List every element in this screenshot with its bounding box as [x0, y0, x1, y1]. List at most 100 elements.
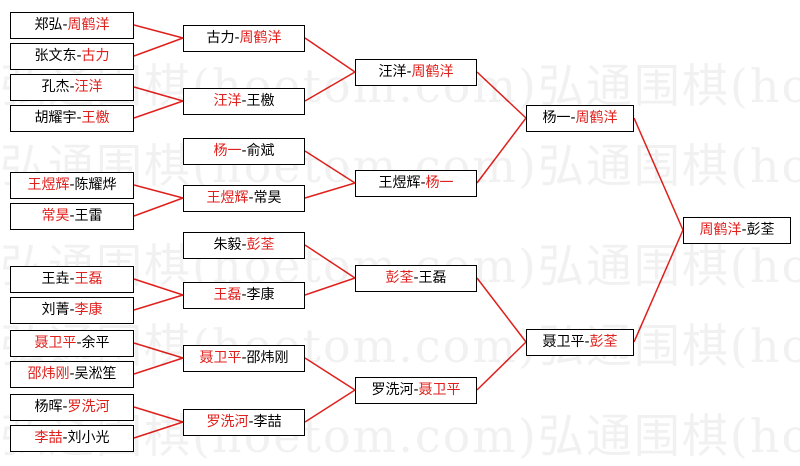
match-box-r1: 王煜辉-陈耀烨 — [10, 172, 134, 199]
player-b: 周鹤洋 — [575, 110, 618, 126]
bracket-connector — [133, 86, 184, 102]
player-b: 余平 — [81, 335, 110, 351]
match-box-r2: 朱毅-彭荃 — [183, 232, 305, 259]
player-a: 王磊 — [213, 287, 242, 303]
player-b: 罗洗河 — [67, 399, 110, 415]
bracket-connector — [133, 37, 184, 57]
match-box-r2: 罗洗河-李喆 — [183, 409, 305, 436]
player-b: 王檄 — [81, 110, 110, 126]
player-a: 杨晖 — [34, 399, 63, 415]
player-a: 常昊 — [41, 208, 70, 224]
match-box-r1: 刘菁-李康 — [10, 297, 134, 324]
bracket-connector — [133, 184, 184, 199]
bracket-connector — [133, 278, 184, 296]
player-b: 周鹤洋 — [411, 64, 454, 80]
match-box-r1: 王垚-王磊 — [10, 266, 134, 293]
player-a: 罗洗河 — [206, 414, 249, 430]
bracket-connector — [133, 197, 184, 217]
match-box-r1: 孔杰-汪洋 — [10, 74, 134, 101]
player-b: 彭荃 — [746, 222, 775, 238]
match-box-r1: 聂卫平-余平 — [10, 330, 134, 357]
bracket-connector — [133, 24, 184, 39]
player-a: 邵炜刚 — [27, 366, 70, 382]
player-a: 汪洋 — [213, 93, 242, 109]
match-box-r2: 古力-周鹤洋 — [183, 25, 305, 52]
bracket-connector — [304, 244, 356, 279]
bracket-connector — [304, 389, 356, 423]
player-b: 周鹤洋 — [67, 17, 110, 33]
player-b: 李康 — [246, 287, 275, 303]
player-a: 杨一 — [542, 110, 571, 126]
match-box-r4: 杨一-周鹤洋 — [526, 105, 634, 132]
bracket-connector — [133, 357, 184, 375]
player-b: 吴淞笙 — [74, 366, 117, 382]
match-box-r1: 郑弘-周鹤洋 — [10, 12, 134, 39]
player-a: 王煜辉 — [378, 175, 421, 191]
player-b: 常昊 — [253, 190, 282, 206]
bracket-connector — [304, 37, 356, 73]
player-b: 彭荃 — [246, 237, 275, 253]
player-b: 王雷 — [74, 208, 103, 224]
bracket-connector — [304, 357, 356, 391]
player-a: 周鹤洋 — [699, 222, 742, 238]
player-a: 胡耀宇 — [34, 110, 77, 126]
player-b: 杨一 — [425, 175, 454, 191]
match-box-r1: 张文东-古力 — [10, 43, 134, 70]
player-b: 周鹤洋 — [239, 30, 282, 46]
player-a: 聂卫平 — [542, 334, 585, 350]
match-box-r3: 汪洋-周鹤洋 — [355, 59, 477, 86]
bracket-connector — [133, 342, 184, 359]
player-b: 王磊 — [418, 270, 447, 286]
player-b: 俞斌 — [246, 143, 275, 159]
match-box-r2: 王磊-李康 — [183, 282, 305, 309]
bracket-connector — [304, 150, 356, 184]
bracket-connector — [133, 421, 184, 439]
bracket-connector — [476, 341, 527, 391]
match-box-r1: 邵炜刚-吴淞笙 — [10, 361, 134, 388]
bracket-connector — [476, 71, 527, 119]
bracket-connector — [133, 406, 184, 423]
player-b: 邵炜刚 — [246, 350, 289, 366]
player-a: 聂卫平 — [34, 335, 77, 351]
player-b: 王檄 — [246, 93, 275, 109]
player-b: 陈耀烨 — [74, 177, 117, 193]
match-box-r4: 聂卫平-彭荃 — [526, 329, 634, 356]
bracket-connector — [476, 277, 527, 343]
player-b: 汪洋 — [74, 79, 103, 95]
player-b: 聂卫平 — [418, 382, 461, 398]
player-a: 孔杰 — [41, 79, 70, 95]
player-a: 汪洋 — [378, 64, 407, 80]
player-b: 李喆 — [253, 414, 282, 430]
bracket-connector — [133, 294, 184, 311]
player-a: 张文东 — [34, 48, 77, 64]
match-box-r3: 罗洗河-聂卫平 — [355, 377, 477, 404]
player-a: 郑弘 — [34, 17, 63, 33]
player-a: 王煜辉 — [206, 190, 249, 206]
match-box-r2: 王煜辉-常昊 — [183, 185, 305, 212]
player-a: 杨一 — [213, 143, 242, 159]
bracket-connector — [633, 117, 684, 231]
bracket-connector — [633, 229, 684, 343]
match-box-r1: 李喆-刘小光 — [10, 425, 134, 452]
match-box-r2: 聂卫平-邵炜刚 — [183, 345, 305, 372]
match-box-final: 周鹤洋-彭荃 — [683, 217, 791, 244]
match-box-r2: 杨一-俞斌 — [183, 138, 305, 165]
player-b: 李康 — [74, 302, 103, 318]
player-a: 古力 — [206, 30, 235, 46]
match-box-r1: 胡耀宇-王檄 — [10, 105, 134, 132]
player-b: 古力 — [81, 48, 110, 64]
player-b: 彭荃 — [589, 334, 618, 350]
bracket-connector — [304, 182, 356, 199]
match-box-r3: 彭荃-王磊 — [355, 265, 477, 292]
player-a: 聂卫平 — [199, 350, 242, 366]
match-box-r3: 王煜辉-杨一 — [355, 170, 477, 197]
player-b: 刘小光 — [67, 430, 110, 446]
bracket-connector — [304, 277, 356, 296]
player-a: 罗洗河 — [371, 382, 414, 398]
player-a: 彭荃 — [385, 270, 414, 286]
bracket-connector — [304, 71, 356, 102]
player-a: 朱毅 — [213, 237, 242, 253]
player-a: 王垚 — [41, 271, 70, 287]
match-box-r2: 汪洋-王檄 — [183, 88, 305, 115]
